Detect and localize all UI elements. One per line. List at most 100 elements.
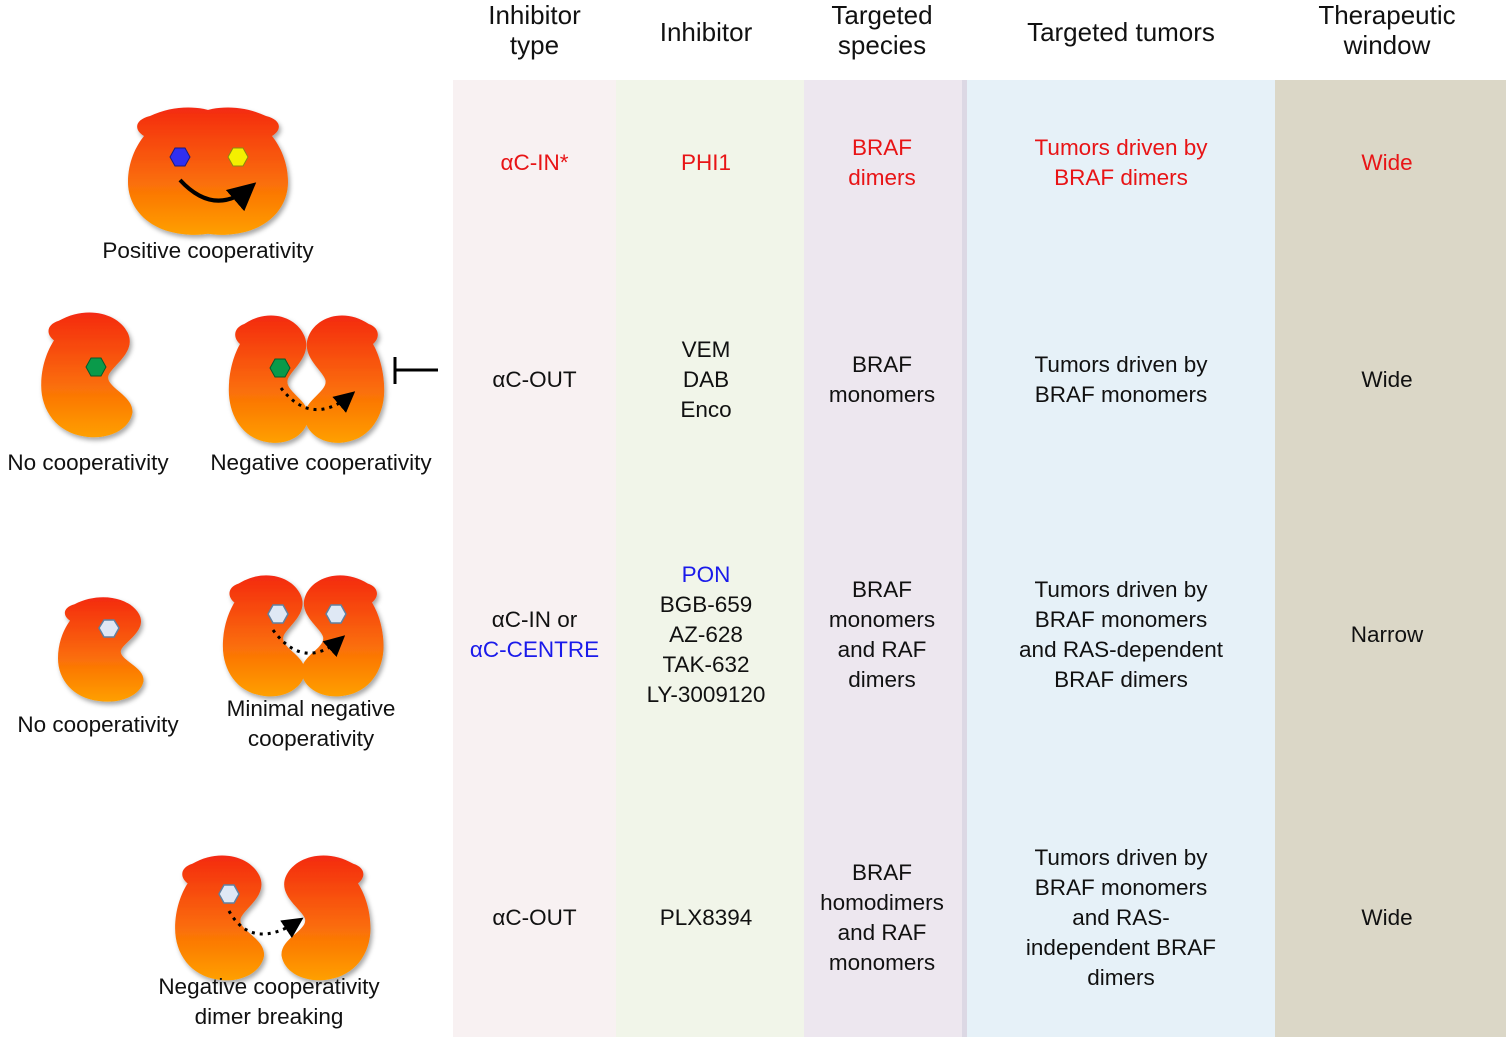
targeted-species-column-bg: [804, 80, 964, 1037]
inhibitor-column-bg: [616, 80, 804, 1037]
inhibitor-name: VEM: [681, 337, 731, 362]
tumors-line: and RAS-dependent: [1019, 637, 1223, 662]
inhibitor-name: PON: [681, 562, 731, 587]
row4-window: Wide: [1275, 903, 1499, 933]
window-value: Wide: [1361, 150, 1413, 175]
tumors-line: BRAF monomers: [1034, 382, 1208, 407]
inhibitor-hexagon-green: [85, 357, 107, 377]
species-line: BRAF: [851, 352, 912, 377]
inhibitor-hexagon-yellow: [227, 147, 249, 167]
tumors-line: Tumors driven by: [1034, 135, 1208, 160]
inhibitor-hexagon-white: [98, 619, 120, 638]
header-inhibitor-type: Inhibitor type: [488, 0, 581, 60]
monomer-no-cooperativity-1: [41, 312, 133, 438]
species-line: and RAF: [837, 637, 927, 662]
row2-species: BRAF monomers: [804, 350, 960, 410]
tumors-line: Tumors driven by: [1034, 352, 1208, 377]
inhibition-bar-icon: [393, 357, 438, 384]
row2-tumors: Tumors driven by BRAF monomers: [967, 350, 1275, 410]
caption-minimal-negative: Minimal negative: [226, 696, 396, 721]
header-targeted-species: Targeted species: [831, 0, 933, 60]
inhibitor-name: DAB: [682, 367, 730, 392]
dimer-positive-cooperativity: [128, 107, 288, 235]
inhibitor-name: LY-3009120: [646, 682, 766, 707]
caption-negative-cooperativity: Negative cooperativity: [210, 450, 432, 475]
cooperativity-arrow-dotted: [271, 629, 346, 658]
inhibitor-name: Enco: [680, 397, 732, 422]
tumors-line: BRAF dimers: [1054, 165, 1188, 190]
caption-minimal-negative-cooperativity: cooperativity: [247, 726, 375, 751]
species-line: monomers: [828, 382, 936, 407]
tumors-line: and RAS-: [1072, 905, 1170, 930]
header-targeted-tumors: Targeted tumors: [1027, 17, 1215, 47]
inhibitor-type-text: αC-IN*: [500, 150, 569, 175]
species-line: homodimers: [820, 890, 944, 915]
tumors-line: BRAF monomers: [1034, 607, 1208, 632]
therapeutic-window-column-bg: [1275, 80, 1506, 1037]
cooperativity-arrow-dotted: [279, 387, 356, 413]
inhibitor-hexagon-white: [267, 604, 289, 624]
row2-inhibitor: VEM DAB Enco: [616, 335, 796, 425]
dimer-negative-cooperativity: [228, 315, 385, 443]
dimer-breaking: [175, 855, 371, 981]
inhibitor-name: AZ-628: [669, 622, 743, 647]
row3-tumors: Tumors driven by BRAF monomers and RAS-d…: [967, 575, 1275, 695]
row3-inhibitor-type: αC-IN or αC-CENTRE: [453, 605, 616, 665]
tumors-line: dimers: [1087, 965, 1155, 990]
species-line: BRAF: [851, 860, 912, 885]
caption-no-cooperativity: No cooperativity: [7, 450, 169, 475]
tumors-line: BRAF monomers: [1034, 875, 1208, 900]
caption-no-cooperativity: No cooperativity: [17, 712, 179, 737]
window-value: Wide: [1361, 905, 1413, 930]
row1-tumors: Tumors driven by BRAF dimers: [967, 133, 1275, 193]
row1-window: Wide: [1275, 148, 1499, 178]
row3-species: BRAF monomers and RAF dimers: [804, 575, 960, 695]
window-value: Wide: [1361, 367, 1413, 392]
inhibitor-name: PLX8394: [659, 905, 753, 930]
row4-inhibitor: PLX8394: [616, 903, 796, 933]
inhibitor-hexagon-white: [218, 884, 240, 904]
cooperativity-arrow-dotted: [227, 910, 304, 939]
targeted-tumors-column-bg: [967, 80, 1275, 1037]
species-line: dimers: [848, 165, 916, 190]
inhibitor-type-text: αC-OUT: [492, 367, 577, 392]
row3-inhibitor: PON BGB-659 AZ-628 TAK-632 LY-3009120: [616, 560, 796, 710]
inhibitor-name: BGB-659: [659, 592, 753, 617]
tumors-line: Tumors driven by: [1034, 577, 1208, 602]
species-line: BRAF: [851, 577, 912, 602]
row4-species: BRAF homodimers and RAF monomers: [804, 858, 960, 978]
tumors-line: BRAF dimers: [1054, 667, 1188, 692]
inhibitor-type-column-bg: [453, 80, 616, 1037]
row1-species: BRAF dimers: [804, 133, 960, 193]
inhibitor-type-text: αC-OUT: [492, 905, 577, 930]
inhibitor-name: TAK-632: [662, 652, 750, 677]
row2-window: Wide: [1275, 365, 1499, 395]
targeted-species-divider: [962, 80, 967, 1037]
species-line: BRAF: [851, 135, 912, 160]
row1-inhibitor-type: αC-IN*: [453, 148, 616, 178]
monomer-no-cooperativity-2: [58, 597, 144, 702]
species-line: monomers: [828, 950, 936, 975]
row1-inhibitor: PHI1: [616, 148, 796, 178]
tumors-line: Tumors driven by: [1034, 845, 1208, 870]
row2-inhibitor-type: αC-OUT: [453, 365, 616, 395]
cooperativity-arrow-solid: [178, 178, 257, 212]
row4-inhibitor-type: αC-OUT: [453, 903, 616, 933]
inhibitor-name: PHI1: [680, 150, 732, 175]
species-line: monomers: [828, 607, 936, 632]
inhibitor-type-text: αC-CENTRE: [469, 637, 600, 662]
inhibitor-hexagon-white: [325, 604, 347, 624]
caption-dimer-breaking: dimer breaking: [194, 1004, 344, 1029]
species-line: dimers: [848, 667, 916, 692]
window-value: Narrow: [1350, 622, 1424, 647]
header-inhibitor: Inhibitor: [659, 17, 753, 47]
species-line: and RAF: [837, 920, 927, 945]
caption-positive-cooperativity: Positive cooperativity: [102, 238, 314, 263]
row4-tumors: Tumors driven by BRAF monomers and RAS- …: [967, 843, 1275, 993]
inhibitor-hexagon-blue: [169, 147, 191, 167]
dimer-minimal-negative-cooperativity: [222, 575, 384, 697]
row3-window: Narrow: [1275, 620, 1499, 650]
inhibitor-type-text: αC-IN or: [491, 607, 578, 632]
header-therapeutic-window: Therapeutic window: [1318, 0, 1456, 60]
